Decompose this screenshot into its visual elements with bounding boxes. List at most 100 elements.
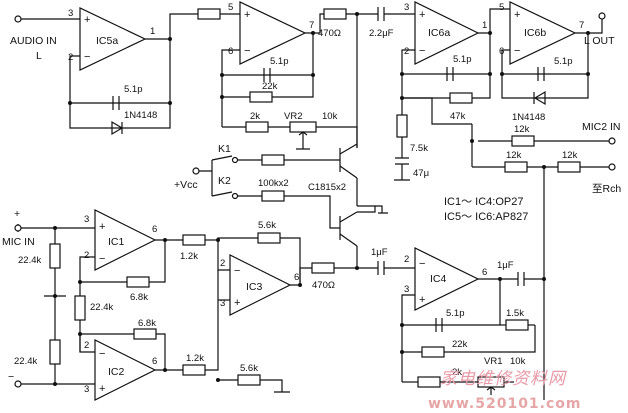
vcc-label: +Vcc bbox=[174, 179, 198, 191]
svg-text:+: + bbox=[14, 208, 20, 220]
diode-1n4148-b bbox=[533, 90, 546, 106]
svg-text:−: − bbox=[419, 45, 425, 57]
svg-text:5.1p: 5.1p bbox=[453, 54, 472, 65]
svg-text:+: + bbox=[84, 14, 90, 26]
svg-text:2k: 2k bbox=[250, 111, 260, 122]
svg-text:5.6k: 5.6k bbox=[240, 363, 258, 374]
svg-text:−: − bbox=[8, 371, 14, 383]
svg-text:3: 3 bbox=[404, 2, 409, 13]
svg-text:1.2k: 1.2k bbox=[186, 353, 204, 364]
resistor-22k-top bbox=[249, 91, 273, 103]
svg-text:5.1p: 5.1p bbox=[554, 56, 573, 67]
svg-text:−: − bbox=[99, 348, 105, 360]
svg-text:+: + bbox=[99, 383, 105, 395]
ic4-label: IC4 bbox=[430, 273, 447, 285]
svg-text:+: + bbox=[419, 294, 425, 306]
svg-text:1μF: 1μF bbox=[371, 247, 388, 258]
resistor-1k2-b bbox=[182, 364, 206, 376]
svg-text:10k: 10k bbox=[510, 356, 526, 367]
svg-text:3: 3 bbox=[68, 8, 73, 19]
audio-in-channel-label: L bbox=[36, 50, 42, 62]
capacitor-1u-a bbox=[377, 261, 385, 275]
l-out-label: L OUT bbox=[584, 35, 615, 47]
svg-text:1: 1 bbox=[150, 26, 155, 37]
svg-text:1μF: 1μF bbox=[497, 260, 514, 271]
svg-text:−: − bbox=[244, 45, 250, 57]
svg-text:3: 3 bbox=[84, 214, 89, 225]
svg-text:47k: 47k bbox=[450, 111, 466, 122]
opamp-ic2 bbox=[94, 339, 157, 401]
svg-text:10k: 10k bbox=[322, 111, 338, 122]
svg-text:6.8k: 6.8k bbox=[138, 318, 156, 329]
svg-text:VR2: VR2 bbox=[284, 111, 302, 122]
svg-text:VR1: VR1 bbox=[484, 356, 502, 367]
ic2-label: IC2 bbox=[108, 366, 125, 378]
resistor-22k4-b bbox=[74, 295, 86, 321]
ic6a-label: IC6a bbox=[428, 27, 450, 39]
svg-text:1: 1 bbox=[482, 20, 487, 31]
mic2-in-terminal bbox=[608, 137, 616, 145]
svg-text:470Ω: 470Ω bbox=[318, 28, 341, 39]
switch-k1[interactable] bbox=[211, 155, 233, 161]
svg-text:+: + bbox=[419, 9, 425, 21]
svg-text:K1: K1 bbox=[218, 143, 231, 155]
svg-text:C1815x2: C1815x2 bbox=[308, 182, 346, 193]
svg-text:+: + bbox=[514, 9, 520, 21]
svg-text:1.2k: 1.2k bbox=[180, 251, 198, 262]
switch-k2[interactable] bbox=[211, 191, 233, 197]
svg-text:+: + bbox=[234, 297, 240, 309]
opamp-ic6b bbox=[509, 1, 577, 65]
svg-text:6: 6 bbox=[294, 272, 299, 283]
svg-text:2: 2 bbox=[404, 254, 409, 265]
audio-in-terminal bbox=[14, 15, 22, 23]
svg-text:+: + bbox=[244, 9, 250, 21]
svg-text:22.4k: 22.4k bbox=[14, 356, 37, 367]
rch-terminal bbox=[608, 163, 616, 171]
svg-text:−: − bbox=[514, 45, 520, 57]
svg-text:6: 6 bbox=[482, 267, 487, 278]
resistor-ic5a-out bbox=[197, 8, 221, 20]
svg-text:5: 5 bbox=[228, 2, 233, 13]
svg-text:7.5k: 7.5k bbox=[410, 143, 428, 154]
watermark-site-name: 家电维修资料网 bbox=[440, 369, 567, 389]
opamp-ic6a bbox=[414, 1, 480, 65]
svg-text:2: 2 bbox=[68, 52, 73, 63]
svg-text:12k: 12k bbox=[514, 124, 530, 135]
resistor-1k2-a bbox=[182, 234, 206, 246]
resistor-470-bottom bbox=[311, 262, 335, 274]
opamp-ic5a bbox=[79, 7, 147, 71]
svg-text:22.4k: 22.4k bbox=[18, 255, 41, 266]
svg-text:3: 3 bbox=[404, 284, 409, 295]
transistor-c1815-b bbox=[339, 211, 358, 247]
svg-text:6: 6 bbox=[152, 356, 157, 367]
svg-text:−: − bbox=[234, 265, 240, 277]
svg-text:5: 5 bbox=[499, 2, 504, 13]
svg-text:2: 2 bbox=[404, 46, 409, 57]
capacitor-47u bbox=[395, 157, 409, 165]
svg-text:47μ: 47μ bbox=[413, 168, 429, 179]
svg-text:1.5k: 1.5k bbox=[506, 308, 524, 319]
svg-text:6: 6 bbox=[228, 46, 233, 57]
resistor-22k4-a bbox=[49, 243, 61, 269]
resistor-47k bbox=[449, 92, 473, 104]
svg-text:2: 2 bbox=[84, 250, 89, 261]
mic2-in-label: MIC2 IN bbox=[582, 121, 621, 133]
resistor-12k-a bbox=[511, 135, 535, 147]
svg-text:2k: 2k bbox=[452, 367, 462, 378]
resistor-100k-a bbox=[261, 154, 285, 166]
resistor-22k4-c bbox=[49, 339, 61, 365]
ic1-label: IC1 bbox=[108, 236, 125, 248]
svg-text:100kx2: 100kx2 bbox=[258, 178, 289, 189]
to-rch-label: 至Rch bbox=[592, 183, 621, 195]
svg-text:22.4k: 22.4k bbox=[90, 302, 113, 313]
resistor-12k-c bbox=[557, 161, 581, 173]
opamp-top-stage2 bbox=[239, 1, 307, 65]
resistor-6k8-a bbox=[126, 276, 150, 288]
mic-in-label: MIC IN bbox=[2, 236, 35, 248]
l-out-terminal bbox=[598, 12, 606, 20]
resistor-22k-bottom bbox=[421, 346, 445, 358]
svg-text:5.1p: 5.1p bbox=[270, 56, 289, 67]
svg-text:12k: 12k bbox=[562, 150, 578, 161]
svg-text:5.6k: 5.6k bbox=[258, 220, 276, 231]
